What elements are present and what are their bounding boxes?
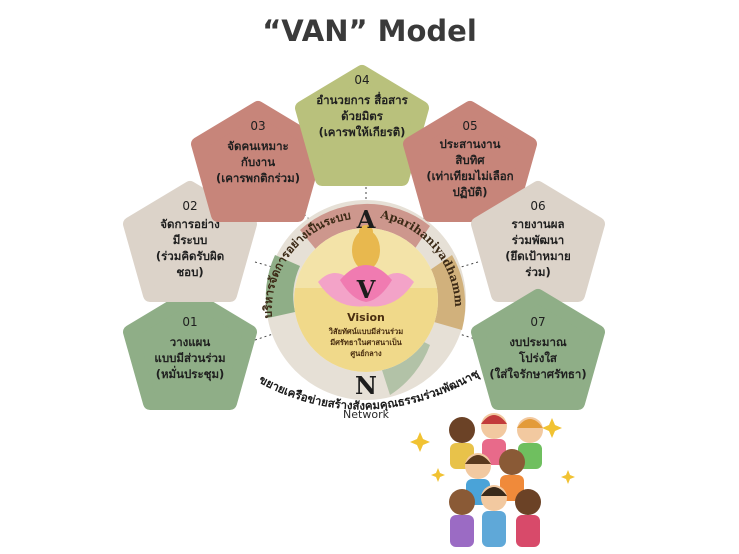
pentagon-04-line-3: (เคารพให้เกียรติ): [319, 125, 406, 139]
pentagon-01-line-1: วางแผน: [170, 335, 211, 349]
pentagon-04-number: 04: [354, 73, 369, 87]
pentagon-05-line-3: (เท่าเทียมไม่เลือก: [426, 169, 513, 183]
pentagon-06-line-1: รายงานผล: [511, 217, 564, 231]
letter-v: V: [356, 275, 376, 304]
pentagon-06-line-4: ร่วม): [525, 265, 550, 279]
vision-line-3: ศูนย์กลาง: [350, 349, 382, 359]
pentagon-05-line-2: สิบทิศ: [455, 153, 485, 167]
pentagon-03-line-3: (เคารพกติกร่วม): [216, 171, 300, 185]
pentagon-06-number: 06: [530, 199, 545, 213]
lotus-icon: [318, 225, 414, 307]
page-title: “VAN” Model: [262, 14, 477, 48]
pentagon-03-number: 03: [250, 119, 265, 133]
pentagon-02-line-1: จัดการอย่าง: [160, 217, 220, 231]
pentagon-05-line-1: ประสานงาน: [440, 137, 501, 151]
ring-segment-green: [265, 255, 300, 318]
pentagon-01-number: 01: [182, 315, 197, 329]
pentagon-02-line-2: มีระบบ: [173, 233, 208, 247]
pentagon-03-line-2: กับงาน: [241, 155, 275, 169]
pentagon-06-line-2: ร่วมพัฒนา: [512, 233, 565, 247]
ring-segment-light-green: [382, 335, 430, 395]
ring-segment-olive: [430, 255, 466, 330]
vision-circle: [294, 225, 438, 372]
pentagon-07-line-3: (ใส่ใจรักษาศรัทธา): [489, 367, 586, 381]
pentagon-07: 07 งบประมาณ โปร่งใส (ใส่ใจรักษาศรัทธา): [471, 289, 605, 410]
vision-line-1: วิสัยทัศน์แบบมีส่วนร่วม: [328, 327, 403, 336]
pentagon-01-line-3: (หมั่นประชุม): [156, 365, 225, 382]
vision-line-2: มีศรัทธาในศาสนาเป็น: [330, 337, 403, 347]
pentagon-07-line-1: งบประมาณ: [509, 335, 567, 349]
pentagon-04: 04 อำนวยการ สื่อสาร ด้วยมิตร (เคารพให้เก…: [295, 65, 429, 186]
pentagon-01-line-2: แบบมีส่วนร่วม: [154, 351, 225, 365]
pentagon-01: 01 วางแผน แบบมีส่วนร่วม (หมั่นประชุม): [123, 289, 257, 410]
pentagon-07-number: 07: [530, 315, 545, 329]
letter-n: N: [355, 371, 377, 400]
pentagon-02-line-4: ชอบ): [176, 265, 203, 279]
pentagon-05-number: 05: [462, 119, 477, 133]
pentagon-04-line-2: ด้วยมิตร: [341, 109, 384, 123]
sparkle-icon: [410, 418, 575, 484]
pentagon-03-line-1: จัดคนเหมาะ: [227, 139, 289, 153]
vision-title: Vision: [347, 311, 385, 324]
pentagon-02-line-3: (ร่วมคิดรับผิด: [156, 249, 224, 263]
pentagon-05-line-4: ปฏิบัติ): [452, 185, 487, 199]
pentagon-05: 05 ประสานงาน สิบทิศ (เท่าเทียมไม่เลือก ป…: [403, 101, 537, 222]
children-group-illustration: [410, 413, 575, 547]
pentagon-06-line-3: (ยึดเป้าหมาย: [505, 249, 571, 263]
letter-a: A: [356, 205, 376, 234]
pentagon-07-line-2: โปร่งใส: [518, 350, 558, 365]
pentagon-02-number: 02: [182, 199, 197, 213]
network-label: Network: [343, 408, 390, 421]
pentagon-04-line-1: อำนวยการ สื่อสาร: [316, 91, 408, 107]
